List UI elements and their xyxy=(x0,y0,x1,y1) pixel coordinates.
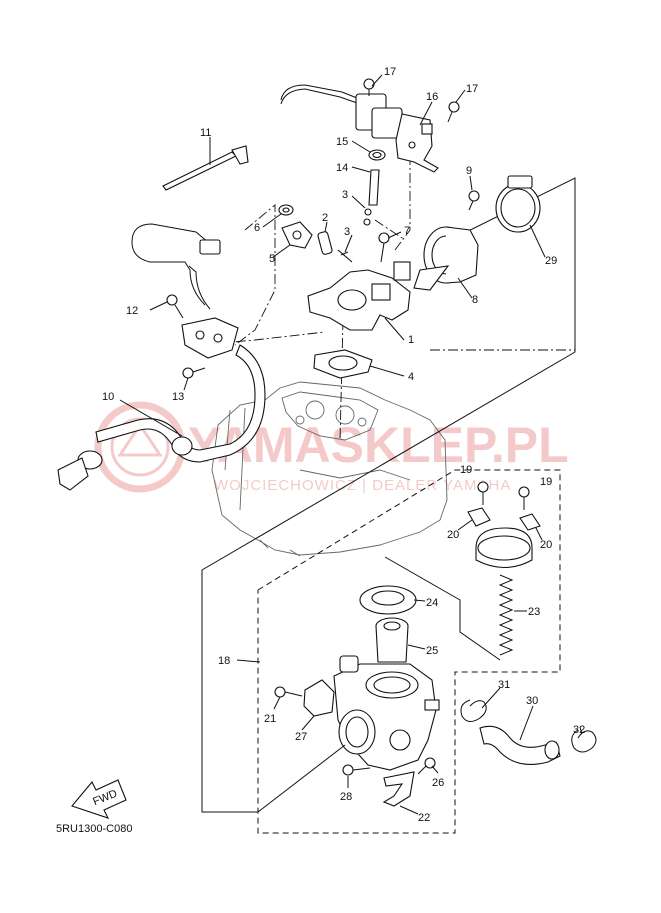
watermark-logo-inner xyxy=(110,417,170,477)
label-part-16: 16 xyxy=(426,91,438,103)
label-part-10: 10 xyxy=(102,391,114,403)
label-part-30: 30 xyxy=(526,695,538,707)
label-part-13: 13 xyxy=(172,391,184,403)
piston-valve-25 xyxy=(375,617,409,663)
hose-clamp-15 xyxy=(368,149,386,161)
assembly-frame xyxy=(201,177,576,834)
label-part-15: 15 xyxy=(336,136,348,148)
label-part-7: 7 xyxy=(404,225,410,237)
label-part-6: 6 xyxy=(254,222,260,234)
bracket-22 xyxy=(382,771,415,807)
label-part-27: 27 xyxy=(295,731,307,743)
label-part-25: 25 xyxy=(426,645,438,657)
spring-23 xyxy=(498,574,514,656)
diaphragm-24 xyxy=(359,585,417,615)
label-part-12: 12 xyxy=(126,305,138,317)
label-part-24: 24 xyxy=(426,597,438,609)
pin-2 xyxy=(317,231,333,255)
label-part-21: 21 xyxy=(264,713,276,725)
label-part-20b: 20 xyxy=(540,539,552,551)
label-part-22: 22 xyxy=(418,812,430,824)
label-part-9: 9 xyxy=(466,165,472,177)
label-part-3a: 3 xyxy=(342,189,348,201)
leader-lines xyxy=(119,74,583,815)
screw-7 xyxy=(378,232,390,263)
screws-19 xyxy=(477,481,530,510)
label-part-14: 14 xyxy=(336,162,348,174)
fwd-arrow: FWD xyxy=(71,779,127,819)
label-part-17a: 17 xyxy=(384,66,396,78)
screw-13 xyxy=(182,367,206,379)
sensor-5 xyxy=(281,221,313,249)
gasket-4 xyxy=(313,349,373,379)
label-part-4: 4 xyxy=(408,371,414,383)
hose-clip-31 xyxy=(460,699,487,722)
label-part-31: 31 xyxy=(498,679,510,691)
label-part-20a: 20 xyxy=(447,529,459,541)
intake-joint xyxy=(413,226,479,291)
diagram-code: 5RU1300-C080 xyxy=(56,823,132,835)
screw-21 xyxy=(274,686,303,698)
washer-6 xyxy=(278,204,294,216)
clips-20 xyxy=(467,507,541,531)
bolt-9 xyxy=(468,190,480,211)
label-part-23: 23 xyxy=(528,606,540,618)
label-part-11: 11 xyxy=(200,127,211,139)
label-part-26: 26 xyxy=(432,777,444,789)
label-part-5: 5 xyxy=(269,253,275,265)
screw-17-right xyxy=(447,101,460,123)
hose-14 xyxy=(368,169,380,206)
breather-hose xyxy=(57,344,266,491)
hose-clip-32 xyxy=(571,729,597,753)
wire-harness xyxy=(131,223,221,310)
hose-30 xyxy=(479,725,561,765)
label-part-8: 8 xyxy=(472,294,478,306)
solenoid-valve xyxy=(355,78,403,139)
label-part-3b: 3 xyxy=(344,226,350,238)
label-part-1: 1 xyxy=(408,334,414,346)
small-parts-3 xyxy=(337,208,372,263)
screw-26 xyxy=(417,757,436,775)
label-part-18: 18 xyxy=(218,655,230,667)
watermark: YAMASKLEP.PL WOJCIECHOWICZ | DEALER YAMA… xyxy=(94,401,569,494)
part-labels: 11 17 16 17 15 14 9 3 2 3 6 7 5 29 8 12 … xyxy=(102,66,585,824)
connector-cluster xyxy=(181,317,239,359)
label-part-32: 32 xyxy=(573,724,585,736)
label-part-29: 29 xyxy=(545,255,557,267)
label-part-2: 2 xyxy=(322,212,328,224)
label-part-28: 28 xyxy=(340,791,352,803)
bolt-12 xyxy=(166,294,184,319)
label-part-17b: 17 xyxy=(466,83,478,95)
cable-tie xyxy=(162,145,249,191)
vacuum-hose-top xyxy=(280,84,363,105)
part-27 xyxy=(303,679,335,717)
valve-bracket xyxy=(395,113,439,173)
label-part-19b: 19 xyxy=(540,476,552,488)
hose-clamp-29 xyxy=(495,175,541,233)
diaphragm-cover xyxy=(475,527,533,569)
watermark-subtitle: WOJCIECHOWICZ | DEALER YAMAHA xyxy=(214,477,511,494)
throttle-body-upper xyxy=(307,261,411,331)
screw-28 xyxy=(342,764,371,776)
engine-outline xyxy=(211,381,448,557)
carburetor-body xyxy=(333,655,440,771)
label-part-19a: 19 xyxy=(460,464,472,476)
watermark-logo-mark xyxy=(117,422,163,457)
